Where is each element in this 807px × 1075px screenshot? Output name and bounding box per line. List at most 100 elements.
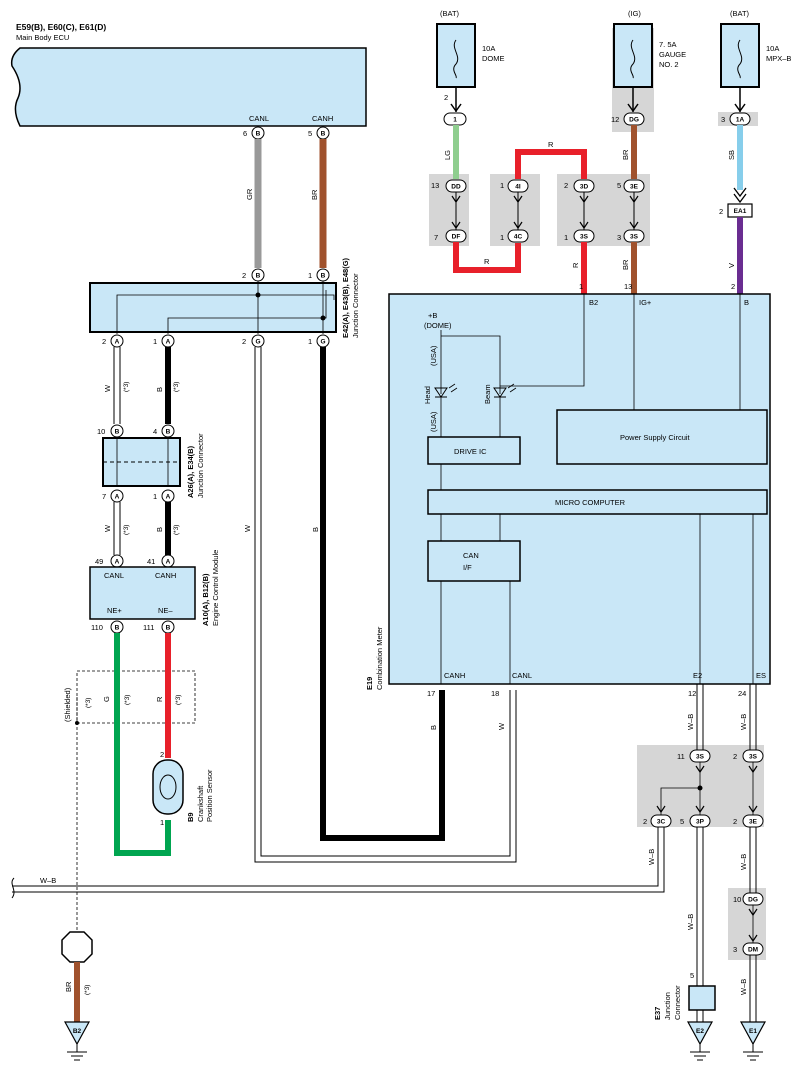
can-label2: I/F (463, 563, 472, 572)
ecm-pin-41-conn: A (166, 559, 171, 566)
meter-beam: Beam (483, 384, 492, 404)
wire-w-canl-inner (260, 347, 511, 857)
fuse-gauge-name: GAUGE (659, 50, 686, 59)
conn-df-pin: 7 (434, 233, 438, 242)
conn-3e-pin: 5 (617, 181, 621, 190)
wire-label-br-ecu: BR (310, 189, 319, 200)
e37-label2: Connector (673, 985, 682, 1020)
jc1-top-pin-2: 2 (242, 271, 246, 280)
sensor-label1: Crankshaft (196, 785, 205, 822)
wire-label-star8: (*3) (84, 985, 91, 995)
fuse-dome-pin: 2 (444, 93, 448, 102)
wire-label-w3: W (243, 524, 252, 532)
wire-label-b3: B (311, 527, 320, 532)
conn-3s-c-pin: 11 (677, 752, 685, 761)
wire-label-r2: R (548, 140, 554, 149)
conn-3c-connector (650, 814, 672, 828)
fuse-gauge-rating: 7. 5A (659, 40, 677, 49)
ecu-pin-canh-conn: B (321, 131, 326, 138)
conn-3c-pin: 2 (643, 817, 647, 826)
can-label1: CAN (463, 551, 479, 560)
conn-3d-pin: 2 (564, 181, 568, 190)
ecm-pin-49-conn: A (115, 559, 120, 566)
sensor-pin-2: 2 (160, 750, 164, 759)
conn-4c-name: 4C (514, 234, 523, 241)
main-body-ecu (10, 47, 367, 127)
psc-label: Power Supply Circuit (620, 433, 691, 442)
ground-e1-label: E1 (749, 1028, 757, 1035)
jc1-bottom-pin-a1: 1 (153, 337, 157, 346)
meter-b2-link (499, 294, 585, 394)
ecm-pin-111: 111 (143, 623, 154, 632)
wire-label-br-gnd: BR (64, 981, 73, 992)
fuse-dome-arrow (450, 103, 462, 113)
ecu-subtitle: Main Body ECU (16, 33, 69, 42)
ecm-pin-110: 110 (91, 623, 103, 632)
conn-3e-name: 3E (630, 184, 639, 191)
jc1-bottom-a2-conn: A (115, 339, 120, 346)
wire-r-loop-top (515, 149, 587, 179)
wire-label-br-ig2: BR (621, 259, 630, 270)
jc2-bottom-pin-7: 7 (102, 492, 106, 501)
ea1-arrow-icon (733, 187, 747, 204)
sensor-coil-icon (159, 774, 177, 800)
wire-label-sb: SB (727, 150, 736, 160)
wire-b-canh (320, 347, 445, 841)
fuse-mpx-arrow (734, 103, 746, 113)
wire-label-lg: LG (443, 150, 452, 160)
conn-3s-d-pin: 2 (733, 752, 737, 761)
jc1-bottom-g2-connector (251, 334, 265, 348)
jc1-bus-canh (167, 290, 327, 334)
jc2-top-pin-4: 4 (153, 427, 157, 436)
jc1-bottom-a2-connector (110, 334, 124, 348)
wire-label-star5: (*3) (85, 698, 92, 708)
meter-pin-canh: 17 (427, 689, 435, 698)
ground-e2-icon (686, 1021, 714, 1046)
meter-dome-b: +B (428, 311, 437, 320)
conn-1a-name: 1A (736, 117, 745, 124)
meter-label-igp: IG+ (639, 298, 652, 307)
conn-dg2-pin: 10 (733, 895, 741, 904)
head-led-rays-icon (448, 383, 458, 393)
conn-1-pin: 1 (453, 117, 457, 124)
meter-usa2: (USA) (429, 411, 438, 432)
ecm-pin-49: 49 (95, 557, 103, 566)
meter-canl: CANL (512, 671, 532, 680)
e37-code: E37 (653, 1007, 662, 1020)
meter-e2: E2 (693, 671, 702, 680)
jc1-bottom-pin-g2: 2 (242, 337, 246, 346)
meter-pin-b: 2 (731, 282, 735, 291)
conn-dg-dm-arrows (748, 908, 758, 943)
conn-3c-name: 3C (657, 819, 666, 826)
jc1-bottom-pin-a2: 2 (102, 337, 106, 346)
wire-label-wb-bus: W–B (40, 876, 56, 885)
combination-meter (388, 293, 771, 685)
meter-pin-b2: 1 (579, 282, 583, 291)
conn-3e-b-name: 3E (749, 819, 758, 826)
jc2-bottom-pin-1: 1 (153, 492, 157, 501)
jc1-bottom-g2-conn: G (255, 339, 260, 346)
wire-label-r3: R (571, 262, 580, 268)
meter-label: Combination Meter (375, 626, 384, 690)
meter-dome-label: (DOME) (424, 321, 452, 330)
wire-label-b2: B (155, 527, 164, 532)
wire-label-star2: (*3) (173, 382, 180, 392)
conn-3s-split-dot (697, 785, 703, 791)
fuse-dome-icon (453, 39, 459, 79)
power-supply-circuit (556, 409, 768, 465)
wire-label-b1: B (155, 387, 164, 392)
wire-label-wb3: W–B (647, 849, 656, 865)
meter-es: ES (756, 671, 766, 680)
fuse-mpx-rating: 10A (766, 44, 779, 53)
shield-dot (75, 721, 79, 725)
conn-4i-pin: 1 (500, 181, 504, 190)
ecm-canl: CANL (104, 571, 124, 580)
ecu-title: E59(B), E60(C), E61(D) (16, 22, 106, 32)
ecu-pin-canl: 6 (243, 129, 247, 138)
junction-connector-1 (89, 282, 337, 333)
conn-3s-d-name: 3S (749, 754, 758, 761)
conn-3s-a-pin: 1 (564, 233, 568, 242)
conn-bottom-arrows (656, 805, 758, 814)
wire-r-loop-bottom (453, 242, 521, 273)
